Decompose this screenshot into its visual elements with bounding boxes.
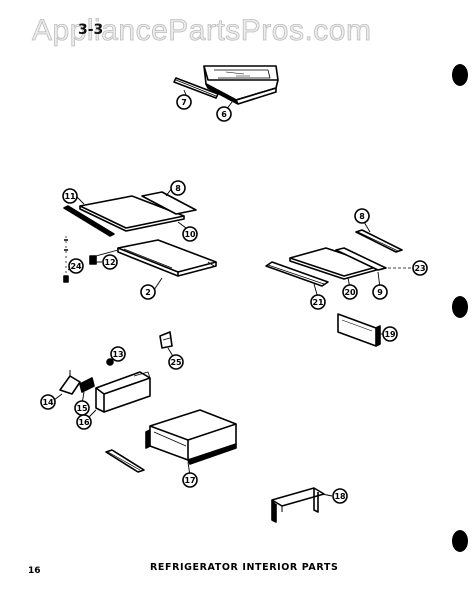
glass-shelf-10 (79, 195, 185, 232)
callout-21: 21 (310, 294, 326, 310)
punch-hole (452, 296, 468, 318)
svg-text:16: 16 (78, 418, 90, 427)
callout-19: 19 (382, 326, 398, 342)
callout-8b: 8 (354, 208, 370, 224)
cap-13 (106, 358, 114, 366)
svg-text:12: 12 (104, 258, 115, 267)
bracket-16 (95, 371, 151, 413)
callout-13: 13 (110, 346, 126, 362)
svg-text:25: 25 (170, 358, 182, 367)
callout-12: 12 (102, 254, 118, 270)
screw-24 (63, 236, 69, 283)
crisper-drawer-6 (203, 65, 279, 105)
punch-hole (452, 64, 468, 86)
trim-strip-11 (63, 205, 115, 237)
callouts: 7 6 11 8 10 24 (40, 94, 428, 504)
callout-23: 23 (412, 260, 428, 276)
svg-text:21: 21 (312, 298, 324, 307)
clip-15 (79, 377, 95, 393)
page-number: 16 (28, 566, 41, 576)
svg-text:19: 19 (384, 330, 396, 339)
callout-15: 15 (74, 400, 90, 416)
cover-panel-19 (337, 313, 381, 347)
svg-text:15: 15 (76, 404, 88, 413)
svg-text:7: 7 (181, 98, 187, 107)
callout-11: 11 (62, 188, 78, 204)
svg-text:24: 24 (70, 262, 82, 271)
trim-strip-21 (265, 261, 329, 287)
callout-6: 6 (216, 106, 232, 122)
callout-14: 14 (40, 394, 56, 410)
drawer-rail-17 (105, 449, 145, 473)
svg-text:20: 20 (344, 288, 356, 297)
callout-17: 17 (182, 472, 198, 488)
svg-text:17: 17 (184, 476, 195, 485)
drawer-17 (145, 409, 237, 465)
callout-10: 10 (182, 226, 198, 242)
callout-25: 25 (168, 354, 184, 370)
svg-text:10: 10 (184, 230, 196, 239)
shade-14 (59, 370, 81, 395)
callout-16: 16 (76, 414, 92, 430)
svg-text:14: 14 (42, 398, 54, 407)
bracket-18 (271, 487, 325, 523)
svg-text:6: 6 (221, 110, 227, 119)
svg-text:13: 13 (112, 350, 123, 359)
punch-hole (452, 530, 468, 552)
trim-strip-9 (335, 247, 387, 271)
svg-text:11: 11 (64, 192, 76, 201)
leader-lines (53, 89, 388, 497)
callout-20: 20 (342, 284, 358, 300)
callout-7: 7 (176, 94, 192, 110)
footer-title: REFRIGERATOR INTERIOR PARTS (150, 562, 339, 573)
svg-text:2: 2 (145, 288, 151, 297)
svg-text:8: 8 (175, 184, 181, 193)
shelf-support-12 (89, 255, 97, 265)
watermark: AppliancePartsPros.com (32, 14, 372, 48)
svg-text:9: 9 (377, 288, 383, 297)
callout-8: 8 (170, 180, 186, 196)
trim-strip-8-left (141, 191, 197, 215)
callout-24: 24 (68, 258, 84, 274)
callout-18: 18 (332, 488, 348, 504)
callout-2: 2 (140, 284, 156, 300)
corner-code: 3-3 (78, 22, 104, 38)
svg-text:18: 18 (334, 492, 346, 501)
light-bulb-25 (159, 331, 173, 349)
callout-9: 9 (372, 284, 388, 300)
drawer-rail-7 (173, 77, 219, 99)
trim-strip-8-right (355, 229, 403, 253)
svg-text:8: 8 (359, 212, 365, 221)
svg-text:23: 23 (414, 264, 425, 273)
shelf-frame-2 (95, 239, 217, 277)
